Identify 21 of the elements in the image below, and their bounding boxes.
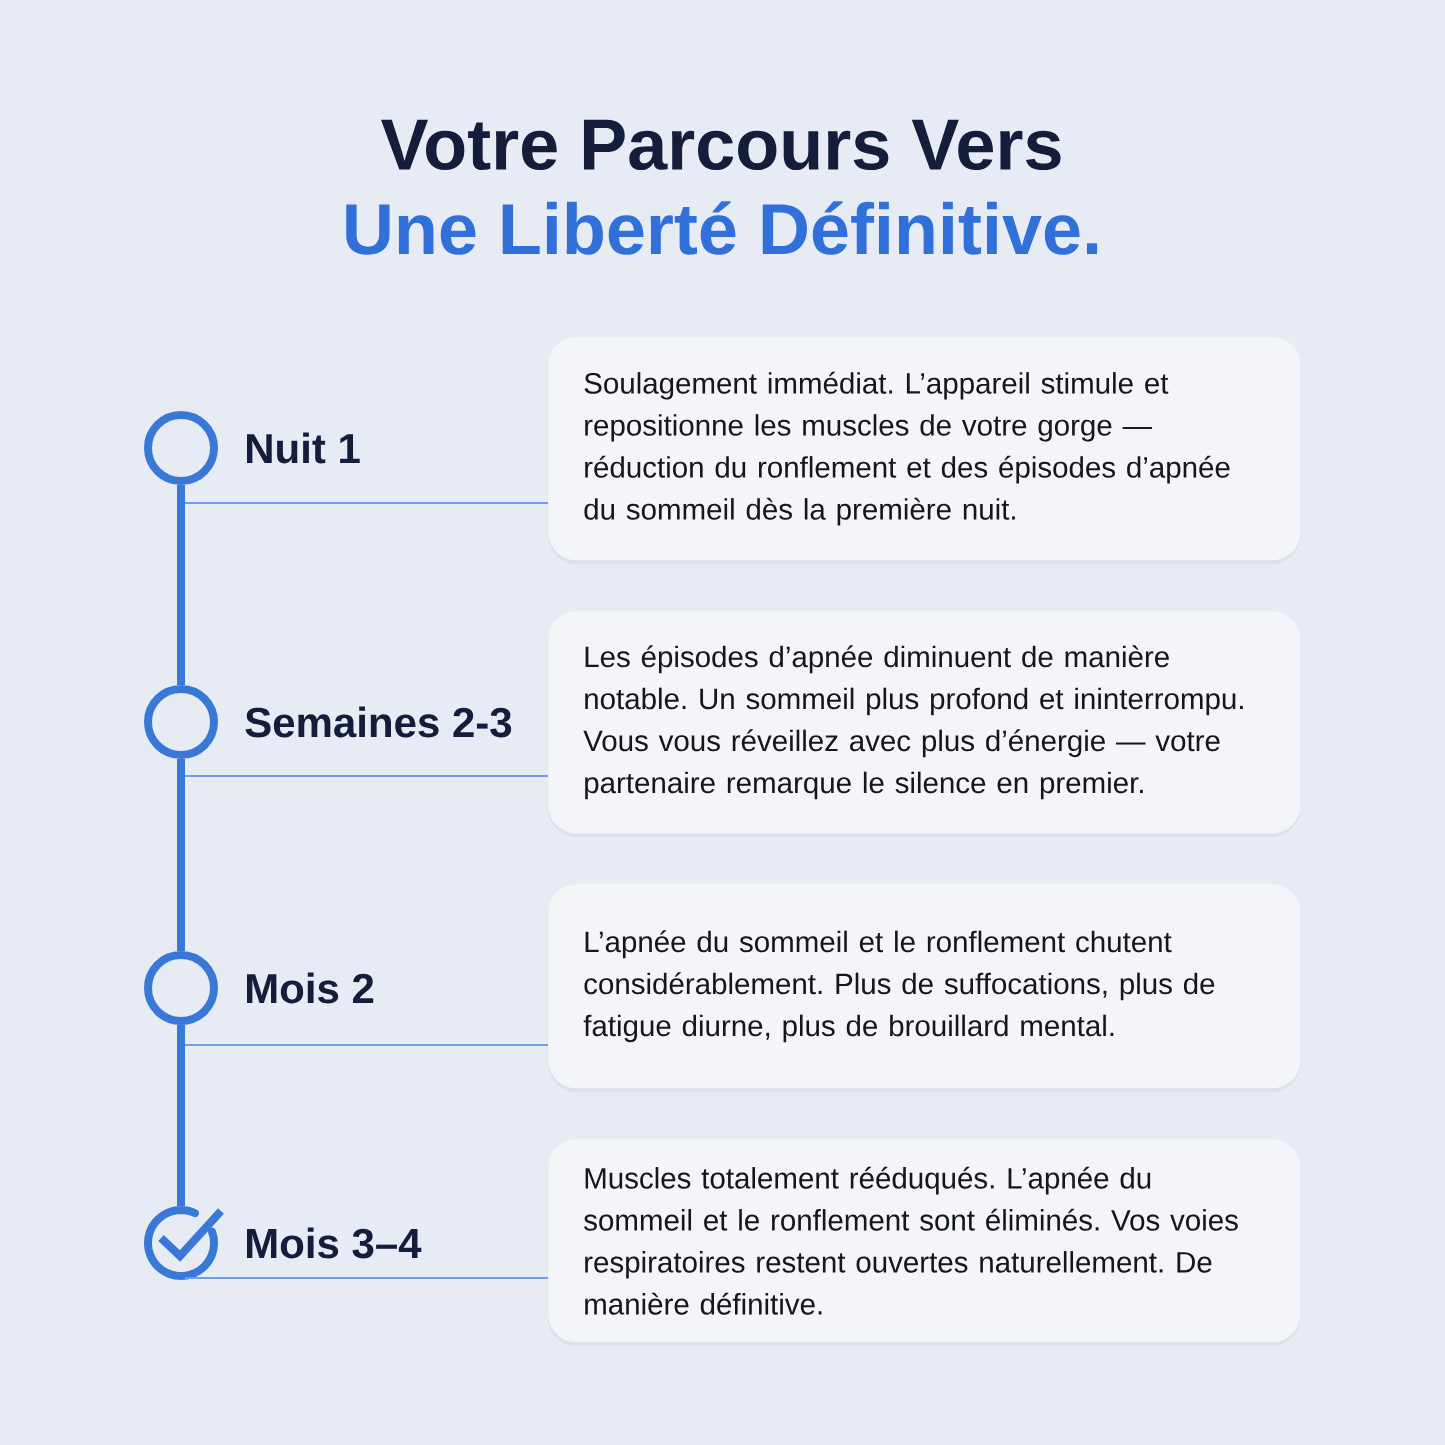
milestone-label: Nuit 1 bbox=[247, 432, 360, 464]
timeline-line bbox=[177, 485, 185, 685]
checkmark-circle bbox=[144, 1206, 224, 1281]
title: Une Liberté Définitive. bbox=[346, 201, 1098, 255]
text-card: Les épisodes d’apnée diminuent de manière notable. Un sommeil plus profond et ininterrompu. Vous vous réveillez avec plus d’énergie — votre partenaire remarque le silence en premier. bbox=[548, 611, 1301, 837]
connector-line bbox=[184, 1044, 549, 1046]
timeline-line bbox=[177, 759, 185, 951]
title: Votre Parcours Vers bbox=[381, 119, 1061, 171]
milestone-label: Mois 2 bbox=[247, 972, 374, 1004]
milestone-circle bbox=[144, 951, 218, 1025]
text-card: L’apnée du sommeil et le ronflement chutent considérablement. Plus de suffocations, plus de fatigue diurne, plus de brouillard mental. bbox=[548, 884, 1301, 1092]
text-card: Soulagement immédiat. L’appareil stimule et repositionne les muscles de votre gorge — réduction du ronflement et des épisodes d’apnée du sommeil dès la première nuit. bbox=[548, 337, 1301, 564]
milestone-circle bbox=[144, 411, 218, 485]
connector-line bbox=[184, 775, 549, 777]
connector-line bbox=[184, 502, 549, 504]
milestone-circle bbox=[144, 685, 218, 759]
milestone-label: Semaines 2-3 bbox=[245, 706, 512, 738]
timeline-line bbox=[177, 1025, 185, 1206]
text-card: Muscles totalement rééduqués. L’apnée du sommeil et le ronflement sont éliminés. Vos voies respiratoires restent ouvertes naturellement. De manière définitive. bbox=[548, 1139, 1301, 1346]
milestone-label: Mois 3–4 bbox=[247, 1227, 422, 1259]
connector-line bbox=[184, 1277, 549, 1279]
